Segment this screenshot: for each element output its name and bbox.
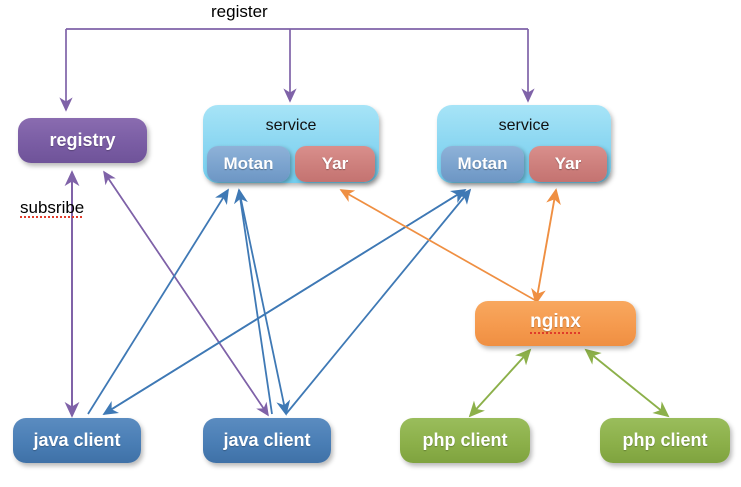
chip-motan-left[interactable]: Motan <box>207 146 290 182</box>
node-registry-label: registry <box>49 130 116 150</box>
node-nginx[interactable]: nginx <box>475 301 636 346</box>
edge-motanleft-to-javaright <box>238 189 291 416</box>
edge-nginx-to-yarleft <box>339 189 541 304</box>
node-service-right[interactable]: service Motan Yar <box>437 105 611 183</box>
edge-javaright-to-motanright <box>285 188 472 415</box>
node-java-client-right[interactable]: java client <box>203 418 331 463</box>
edge-registry-to-java-right <box>103 171 269 417</box>
chip-motan-left-label: Motan <box>223 154 274 173</box>
node-nginx-label: nginx <box>530 311 581 336</box>
edge-nginx-yarright-bidirectional <box>531 188 561 305</box>
node-service-left-label: service <box>265 117 317 134</box>
chip-motan-right-label: Motan <box>457 154 508 173</box>
edge-label-register: register <box>211 2 268 21</box>
chip-yar-right[interactable]: Yar <box>529 146 607 182</box>
node-service-right-label: service <box>498 117 550 134</box>
node-php-client-right[interactable]: php client <box>600 418 730 463</box>
edge-label-subscribe: subsribe <box>20 198 85 219</box>
node-php-client-left[interactable]: php client <box>400 418 530 463</box>
edge-nginx-phpright <box>584 348 670 418</box>
node-php-client-right-label: php client <box>622 430 708 450</box>
edge-label-subscribe-text: subsribe <box>20 198 85 219</box>
edge-register-bus <box>59 28 535 112</box>
node-java-client-right-label: java client <box>223 430 311 450</box>
node-java-client-left-label: java client <box>33 430 121 450</box>
node-service-left[interactable]: service Motan Yar <box>203 105 379 183</box>
edge-javaright-to-motanleft <box>233 188 273 415</box>
chip-yar-left-label: Yar <box>321 154 349 173</box>
node-java-client-left[interactable]: java client <box>13 418 141 463</box>
chip-yar-right-label: Yar <box>554 154 582 173</box>
node-php-client-left-label: php client <box>422 430 508 450</box>
chip-motan-right[interactable]: Motan <box>441 146 524 182</box>
edge-javaleft-to-motanleft <box>87 188 229 415</box>
edge-motanright-to-javaleft <box>102 189 466 415</box>
node-registry[interactable]: registry <box>18 118 147 163</box>
chip-yar-left[interactable]: Yar <box>295 146 375 182</box>
edge-nginx-phpleft <box>468 348 532 418</box>
